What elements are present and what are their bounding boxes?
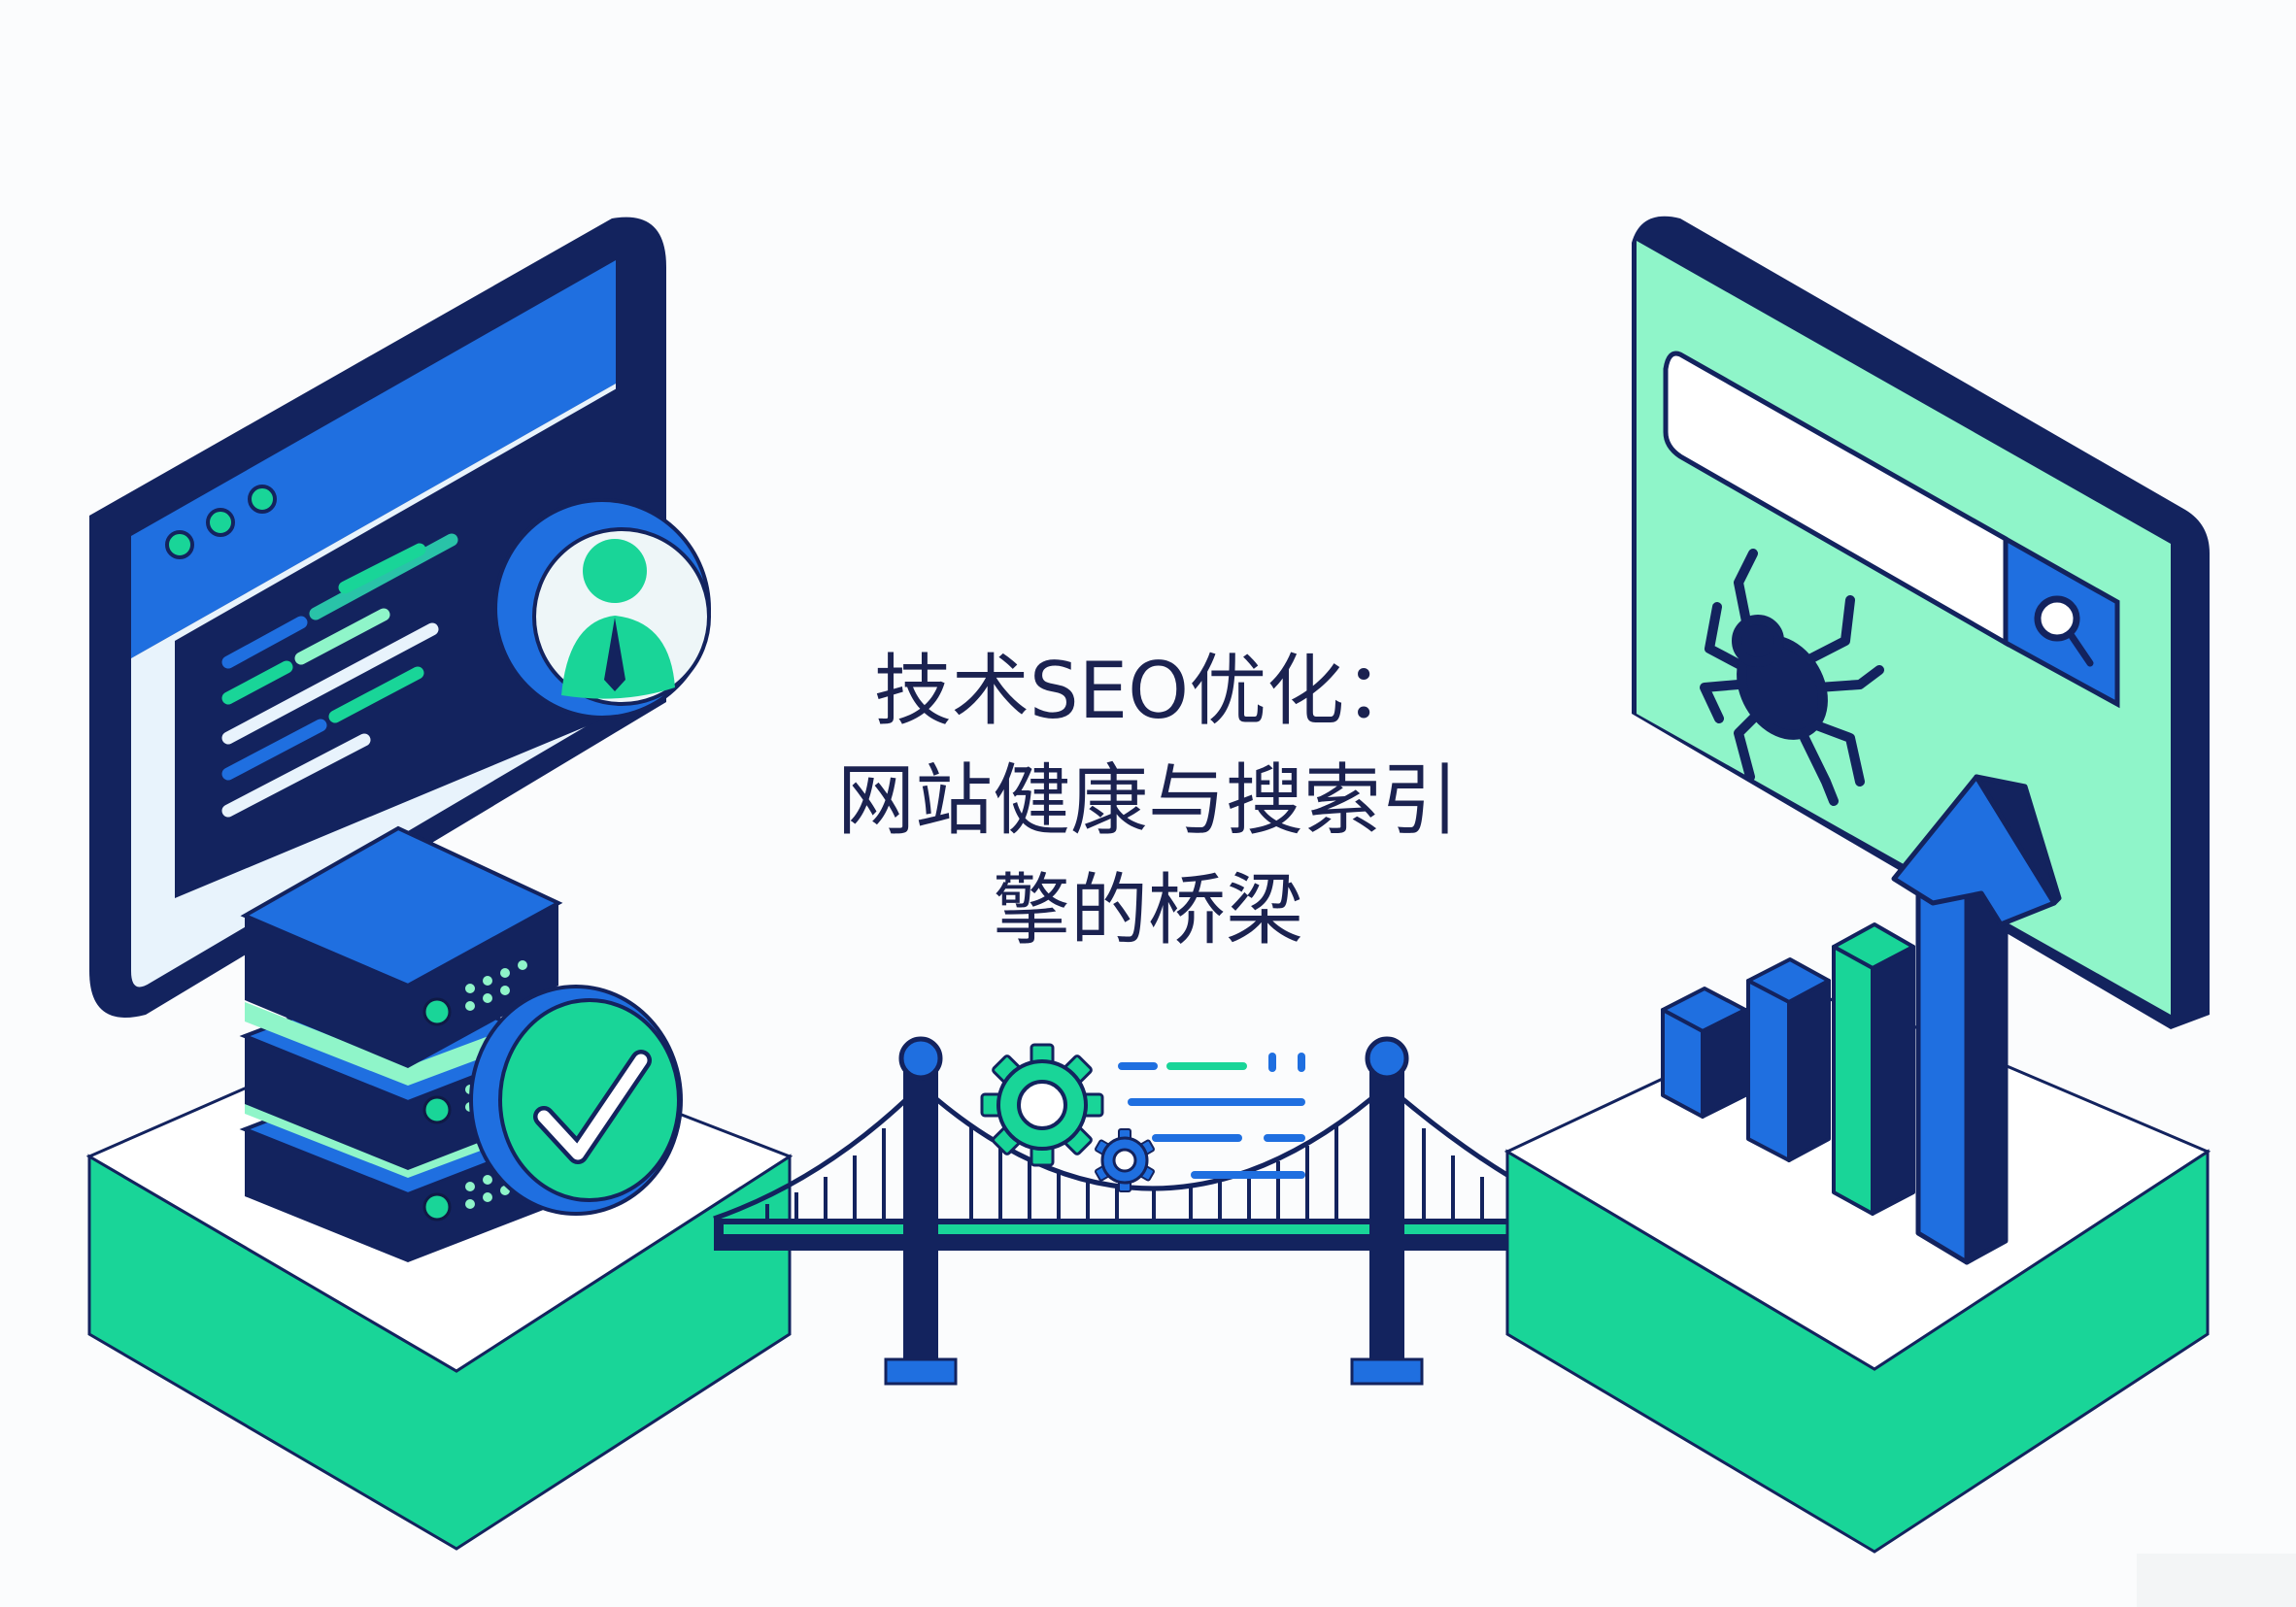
- window-dots: [165, 485, 277, 559]
- magnifier-icon: [2034, 595, 2094, 667]
- user-avatar-icon: [493, 498, 711, 720]
- headline-line-3: 擎的桥梁: [993, 865, 1303, 955]
- headline: 技术SEO优化： 网站健康与搜索引 擎的桥梁: [789, 636, 1507, 965]
- checkmark-icon: [469, 985, 683, 1216]
- gear-icon: [980, 1043, 1155, 1192]
- data-lines-icon: [1118, 1053, 1305, 1179]
- bar-chart-icon: [1661, 922, 1915, 1216]
- headline-line-1: 技术SEO优化：: [873, 646, 1423, 736]
- headline-line-2: 网站健康与搜索引: [837, 755, 1459, 846]
- bridge-icon: [713, 1036, 1594, 1386]
- spider-bug-icon: [1700, 549, 1884, 806]
- code-lines-icon: [221, 533, 458, 818]
- up-arrow-icon: [1891, 774, 2062, 1265]
